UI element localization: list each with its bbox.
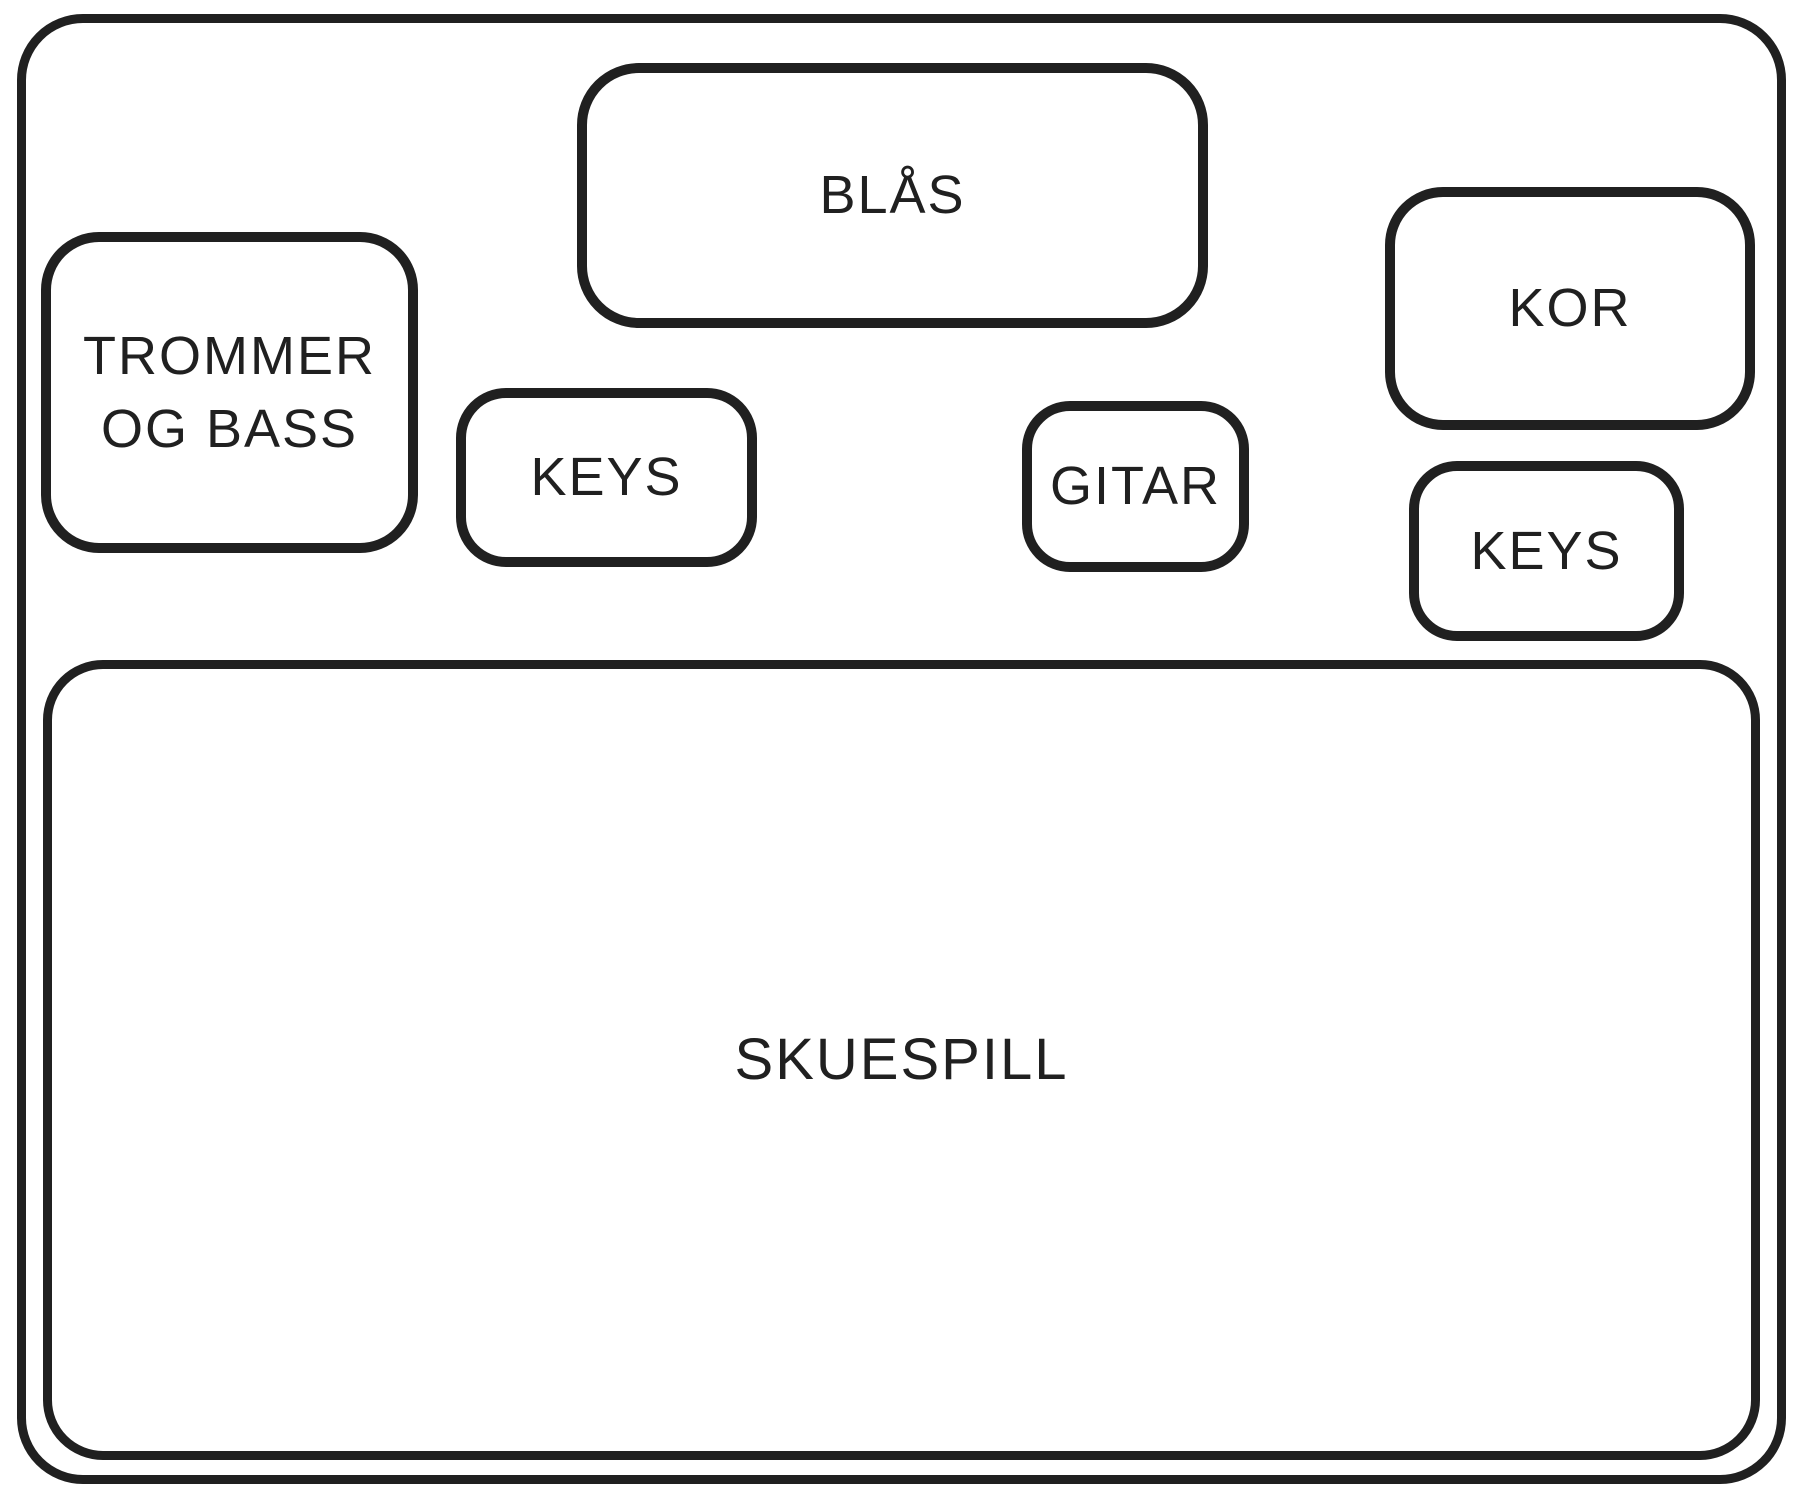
skuespill-area: SKUESPILL [43, 660, 1760, 1460]
keys-left-label: KEYS [530, 447, 683, 508]
keys-right-label: KEYS [1470, 520, 1623, 581]
kor-label: KOR [1508, 278, 1632, 339]
blas-box: BLÅS [577, 63, 1208, 328]
blas-label: BLÅS [819, 165, 966, 226]
trommer-og-bass-label-line1: TROMMER [83, 325, 376, 386]
gitar-box: GITAR [1022, 401, 1249, 572]
trommer-og-bass-label-line2: OG BASS [100, 398, 359, 459]
skuespill-label: SKUESPILL [734, 1026, 1069, 1092]
kor-box: KOR [1385, 187, 1755, 430]
keys-left-box: KEYS [456, 388, 757, 567]
gitar-label: GITAR [1050, 456, 1221, 517]
keys-right-box: KEYS [1409, 461, 1684, 641]
trommer-og-bass-box: TROMMER OG BASS [41, 232, 418, 553]
